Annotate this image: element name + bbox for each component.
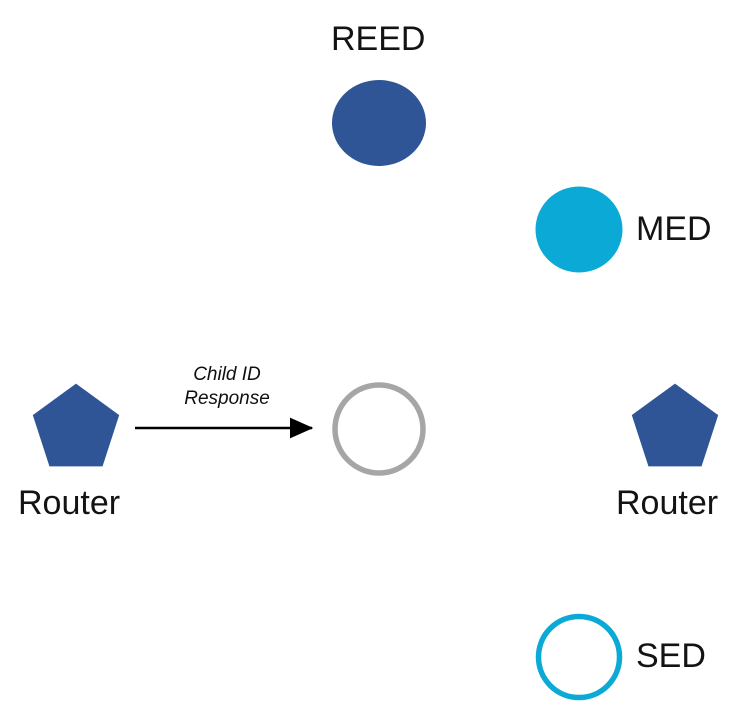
circle-filled-icon bbox=[535, 186, 623, 273]
node-label-router-right: Router bbox=[616, 484, 719, 522]
node-label-sed: SED bbox=[636, 637, 706, 675]
node-label-med: MED bbox=[636, 210, 712, 248]
edge-label-child-id-response: Child ID Response bbox=[184, 364, 270, 409]
node-router-right[interactable] bbox=[630, 381, 720, 469]
node-label-router-left: Router bbox=[18, 484, 121, 522]
node-label-reed: REED bbox=[331, 20, 426, 58]
pentagon-filled-icon bbox=[32, 383, 120, 467]
circle-filled-icon bbox=[332, 80, 426, 166]
node-reed[interactable] bbox=[331, 79, 427, 167]
circle-outline-icon bbox=[535, 613, 623, 701]
node-router-left[interactable] bbox=[31, 381, 121, 469]
node-sed[interactable] bbox=[535, 613, 623, 701]
pentagon-filled-icon bbox=[631, 383, 719, 467]
node-center[interactable] bbox=[331, 381, 427, 477]
circle-outline-icon bbox=[332, 382, 426, 476]
node-med[interactable] bbox=[535, 186, 623, 273]
